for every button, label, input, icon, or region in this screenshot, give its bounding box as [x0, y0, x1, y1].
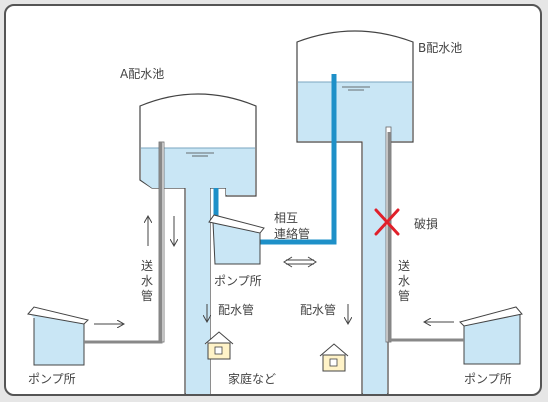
pump-station-left: [27, 306, 89, 366]
supply-pipe-label-right-2: 水: [398, 274, 410, 288]
homes-label: 家庭など: [228, 371, 276, 386]
supply-pipe-label-left-1: 送: [141, 258, 153, 273]
flow-arrow-icon: [94, 216, 454, 324]
double-arrow-icon: [283, 256, 317, 268]
damage-x-icon: [374, 208, 400, 236]
pump-station-right: [459, 306, 523, 365]
damage-label: 破損: [414, 216, 438, 231]
water-network-diagram: A配水池 B配水池 ポンプ所 ポンプ所 ポンプ所 相互 連絡管 配水管 配水管 …: [27, 30, 523, 394]
distribution-pipe-label-b: 配水管: [300, 302, 336, 317]
house-icon: [204, 331, 234, 360]
supply-pipe-left: [84, 142, 163, 344]
diagram-frame: A配水池 B配水池 ポンプ所 ポンプ所 ポンプ所 相互 連絡管 配水管 配水管 …: [4, 4, 542, 396]
supply-pipe-label-right-3: 管: [398, 288, 410, 303]
pump-station-middle: [208, 214, 265, 265]
pump-station-middle-label: ポンプ所: [214, 274, 262, 288]
interconnect-pipe: [213, 74, 337, 245]
supply-pipe-label-left-2: 水: [141, 274, 153, 288]
pump-station-left-label: ポンプ所: [28, 372, 76, 386]
supply-pipe-right: [387, 132, 464, 342]
distribution-pipe-label-a: 配水管: [218, 302, 254, 317]
pump-station-right-label: ポンプ所: [464, 372, 512, 386]
house-icon: [319, 343, 349, 372]
tank-a-label: A配水池: [120, 67, 164, 81]
tank-b-label: B配水池: [418, 41, 462, 55]
interconnect-label-line1: 相互: [274, 211, 298, 225]
supply-pipe-label-left-3: 管: [141, 288, 153, 303]
interconnect-label-line2: 連絡管: [274, 226, 310, 241]
supply-pipe-label-right-1: 送: [398, 258, 410, 273]
